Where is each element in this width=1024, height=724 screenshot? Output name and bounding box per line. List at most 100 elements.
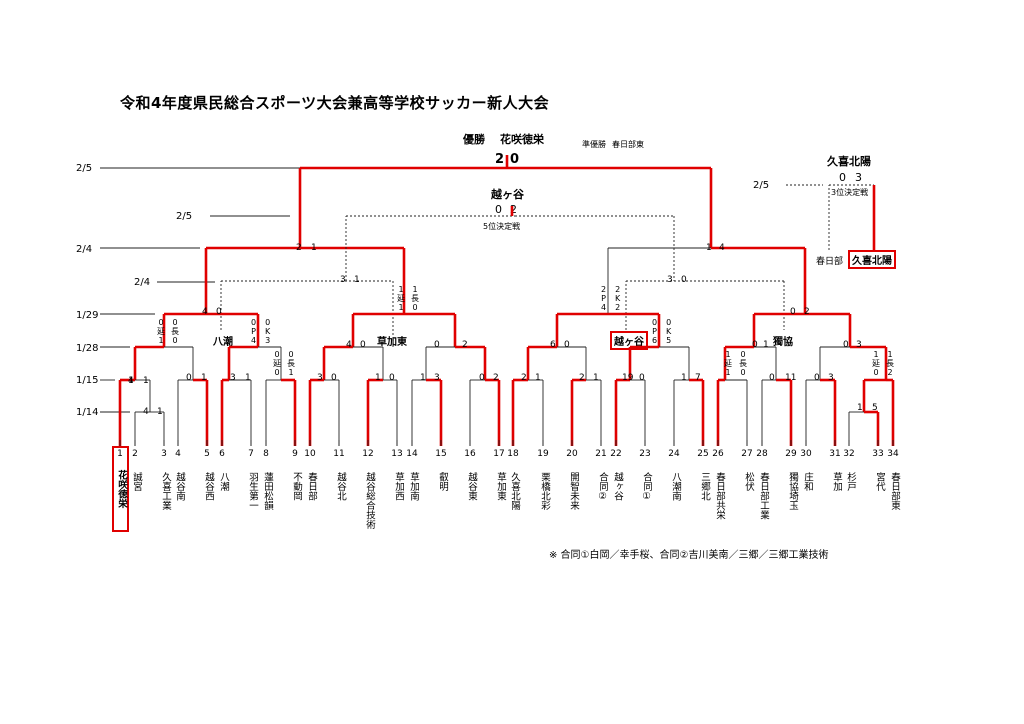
match-score: 0 xyxy=(814,373,820,383)
team-name: 合同② xyxy=(597,472,608,502)
date-fifth: 2/5 xyxy=(176,211,193,222)
match-score: 1 xyxy=(763,340,769,350)
match-score: 1 xyxy=(201,373,207,383)
match-score: 3 xyxy=(828,373,834,383)
match-score: 3 xyxy=(340,275,346,285)
team-number: 34 xyxy=(887,449,899,459)
team-name: 久喜工業 xyxy=(160,472,171,510)
team-number: 23 xyxy=(639,449,651,459)
team-name: 越谷西 xyxy=(203,472,214,501)
extra-time-note: 0 K 5 xyxy=(666,318,672,345)
match-score: 7 xyxy=(695,373,701,383)
fifth-score-left: 0 xyxy=(495,203,502,216)
runner-up-label: 準優勝 xyxy=(582,140,606,149)
match-score: 2 xyxy=(521,373,527,383)
team-number: 21 xyxy=(595,449,607,459)
match-score: 4 xyxy=(346,340,352,350)
match-score: 0 xyxy=(752,340,758,350)
team-name: 草加南 xyxy=(408,472,419,501)
team-name: 叡明 xyxy=(437,472,448,491)
match-score: 0 xyxy=(639,373,645,383)
match-score: 6 xyxy=(550,340,556,350)
team-name: 草加 xyxy=(831,472,842,491)
date-qf: 1/29 xyxy=(76,310,99,321)
team-number: 29 xyxy=(785,449,797,459)
team-number: 32 xyxy=(843,449,855,459)
match-score: 0 xyxy=(479,373,485,383)
team-name: 栗橋北彩 xyxy=(539,472,550,510)
team-name: 誠宮 xyxy=(131,472,142,491)
team-number: 28 xyxy=(756,449,768,459)
team-name: 越ヶ谷 xyxy=(612,472,623,501)
qf-winner-2: 草加東 xyxy=(377,337,407,348)
team-name: 越谷南 xyxy=(174,472,185,501)
third-score-left: 0 xyxy=(839,171,846,184)
match-score: 0 xyxy=(331,373,337,383)
third-place-team: 久喜北陽 xyxy=(827,155,871,168)
extra-time-note: 0 長 0 xyxy=(739,350,747,377)
match-score: 1 xyxy=(245,373,251,383)
team-number: 4 xyxy=(175,449,181,459)
team-number: 18 xyxy=(507,449,519,459)
extra-time-note: 0 P 6 xyxy=(652,318,658,345)
team-name: 三郷北 xyxy=(699,472,710,501)
extra-time-note: 0 延 1 xyxy=(157,318,165,345)
team-number: 11 xyxy=(333,449,345,459)
match-score: 0 xyxy=(186,373,192,383)
match-score: 1 xyxy=(857,403,863,413)
match-score: 0 xyxy=(843,340,849,350)
final-score-right: 0 xyxy=(510,152,520,167)
match-score: 5 xyxy=(872,403,878,413)
match-score: 11 xyxy=(785,373,797,383)
team-number: 16 xyxy=(464,449,476,459)
team-number: 30 xyxy=(800,449,812,459)
page-title: 令和4年度県民総合スポーツ大会兼高等学校サッカー新人大会 xyxy=(120,94,550,112)
team-number: 33 xyxy=(872,449,884,459)
match-score: 0 xyxy=(389,373,395,383)
team-number: 10 xyxy=(304,449,316,459)
team-name: 春日部工業 xyxy=(758,472,769,520)
match-score: 1 xyxy=(354,275,360,285)
team-name: 春日部東 xyxy=(889,472,900,510)
match-score: 4 xyxy=(143,407,149,417)
third-place-left-team: 春日部 xyxy=(816,257,844,267)
match-score: 1 xyxy=(535,373,541,383)
match-score: 1 xyxy=(143,376,149,386)
team-name: 草加東 xyxy=(495,472,506,501)
date-qf-consolation: 2/4 xyxy=(134,277,151,288)
team-number: 3 xyxy=(161,449,167,459)
match-score: 2 xyxy=(296,243,302,253)
team-name: 蓮田松韻 xyxy=(262,472,273,510)
extra-time-note: 0 長 1 xyxy=(287,350,295,377)
team-name: 獨協埼玉 xyxy=(787,472,798,510)
date-final: 2/5 xyxy=(76,163,93,174)
extra-time-note: 0 延 0 xyxy=(273,350,281,377)
final-score-left: 2 xyxy=(495,152,505,167)
qf-winner-4: 獨協 xyxy=(773,337,793,348)
extra-time-note: 1 延 0 xyxy=(872,350,880,377)
match-score: 1 xyxy=(681,373,687,383)
team-name: 草加西 xyxy=(393,472,404,501)
match-score: 1 xyxy=(311,243,317,253)
date-r16: 1/28 xyxy=(76,343,99,354)
team-number: 15 xyxy=(435,449,447,459)
team-number: 1 xyxy=(117,449,123,459)
team-name: 羽生第一 xyxy=(247,472,258,510)
match-score: 1 xyxy=(420,373,426,383)
match-score: 0 xyxy=(360,340,366,350)
match-score: 1 xyxy=(593,373,599,383)
date-r1: 1/14 xyxy=(76,407,99,418)
qf-winner-1: 八潮 xyxy=(213,337,233,348)
match-score: 4 xyxy=(128,376,134,386)
champion-name: 花咲徳栄 xyxy=(500,133,544,146)
match-score: 2 xyxy=(804,307,810,317)
team-name: 春日部共栄 xyxy=(714,472,725,520)
team-name: 松伏 xyxy=(743,472,754,491)
match-score: 3 xyxy=(434,373,440,383)
team-number: 5 xyxy=(204,449,210,459)
match-score: 0 xyxy=(769,373,775,383)
team-name: 宮代 xyxy=(874,472,885,491)
match-score: 3 xyxy=(230,373,236,383)
extra-time-note: 2 K 2 xyxy=(615,285,621,312)
